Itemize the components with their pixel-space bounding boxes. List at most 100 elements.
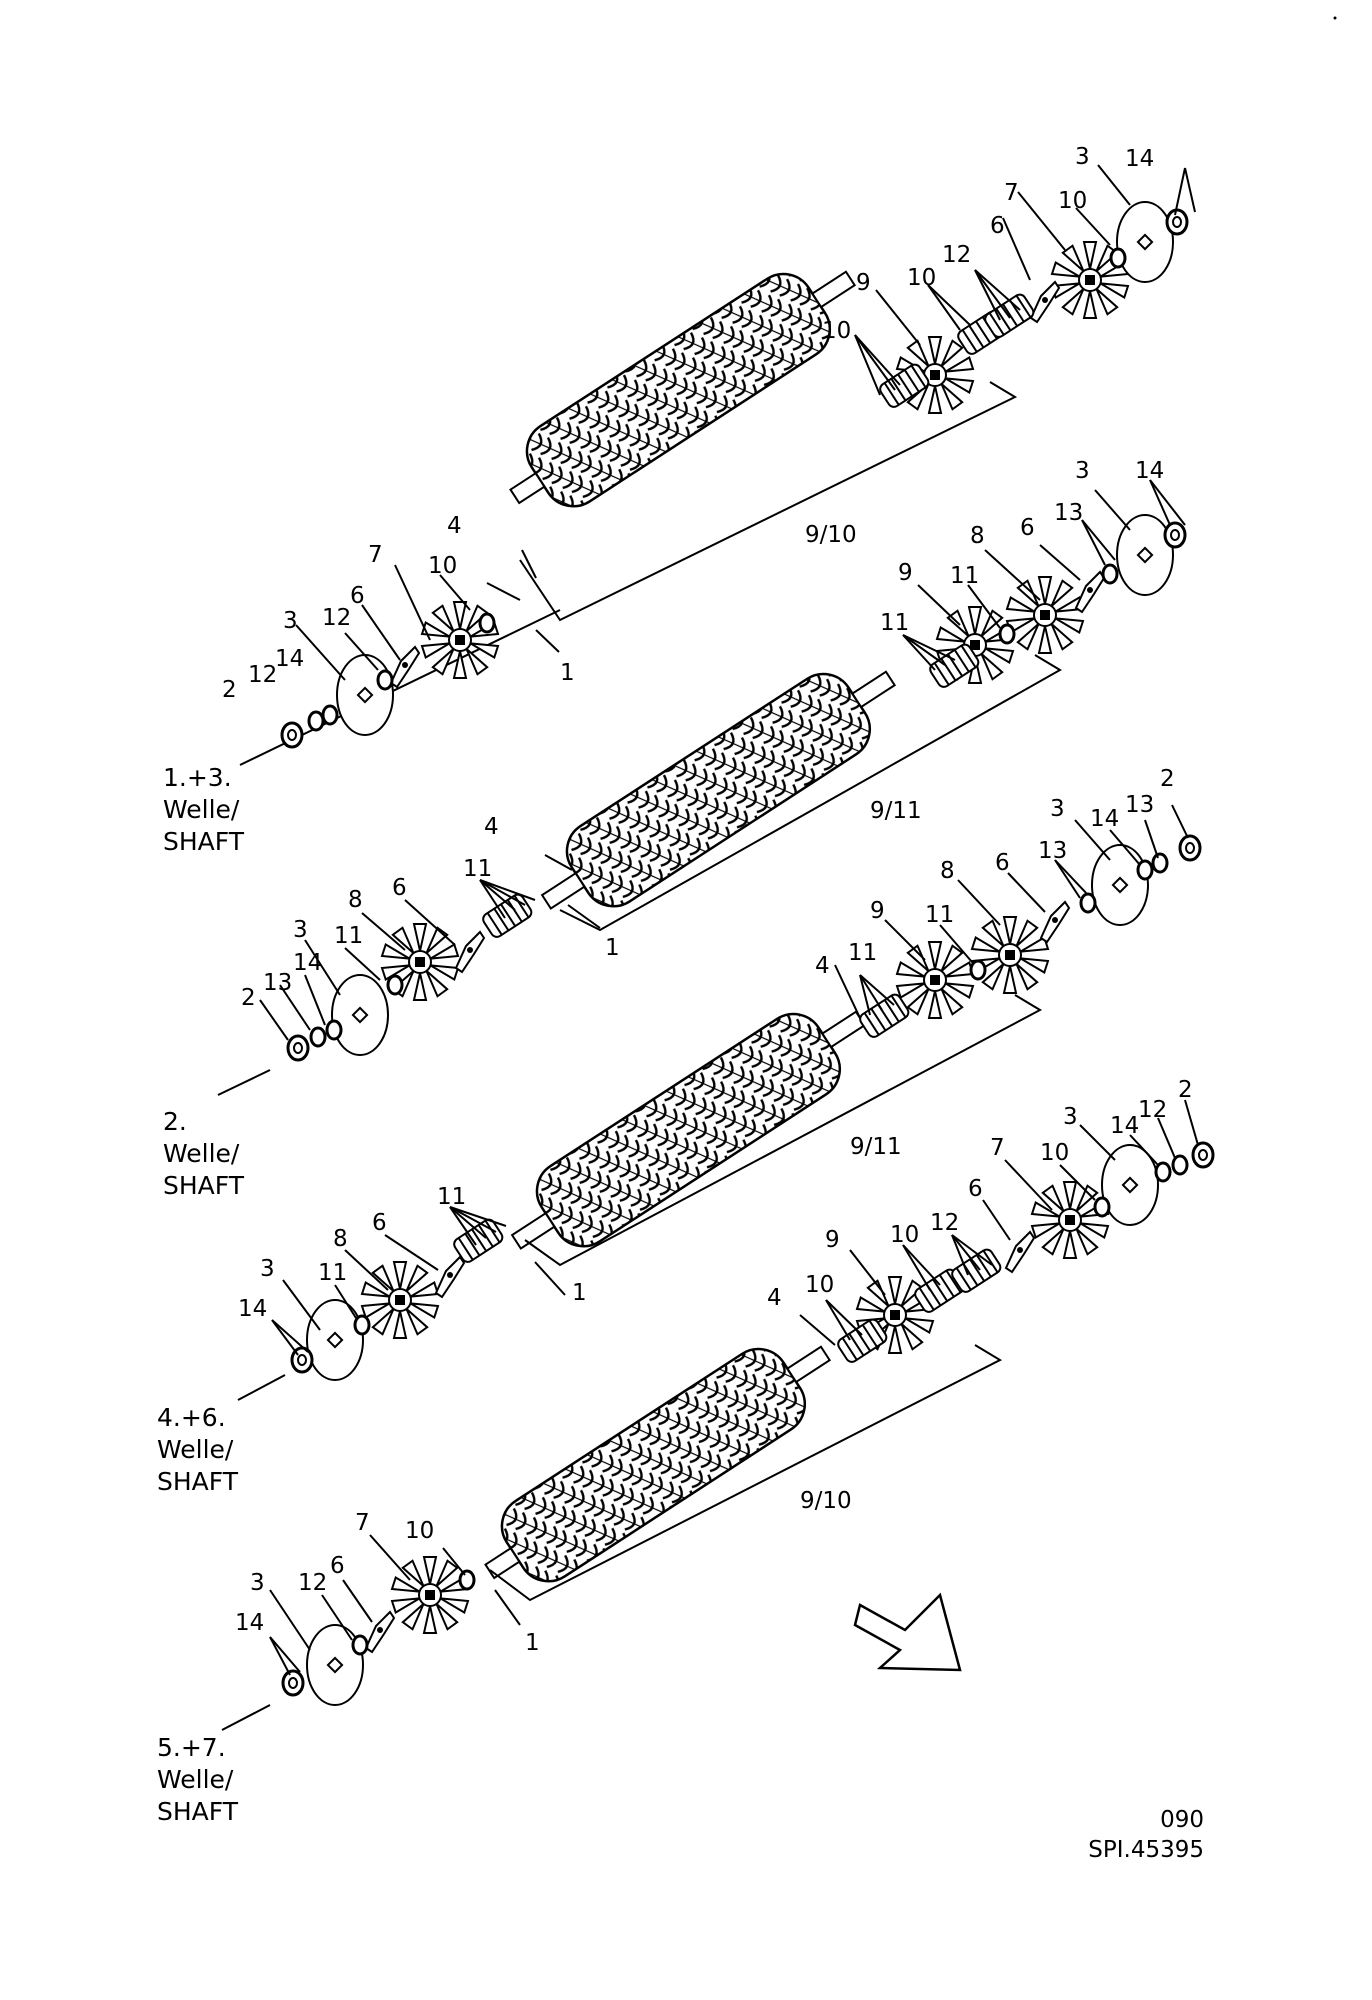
shaft-end	[821, 1010, 867, 1049]
svg-text:3: 3	[293, 917, 308, 943]
brush-roller	[535, 1012, 842, 1248]
assembly-2: 1 2 3 3 4 6 6 8 8 9 11 11 11 11 13 13 14…	[217, 458, 1187, 1096]
disc-3	[331, 974, 389, 1056]
leader-lines	[259, 479, 1186, 1041]
svg-text:12: 12	[298, 1570, 327, 1596]
nut-2	[1178, 834, 1202, 862]
brush-roller	[500, 1347, 807, 1583]
ring-14	[307, 710, 325, 732]
bracket-6	[435, 1256, 465, 1298]
svg-text:11: 11	[463, 856, 492, 882]
shaft-end	[509, 471, 546, 505]
brush-roller	[525, 272, 832, 508]
svg-text:14: 14	[275, 646, 304, 672]
spacer-stack-10	[834, 1316, 890, 1366]
drawing-reference: 090 SPI.45395	[1088, 1805, 1204, 1865]
disc-3	[1116, 514, 1174, 596]
svg-text:3: 3	[1075, 458, 1090, 484]
ring-11	[998, 623, 1016, 645]
page-number: 090	[1160, 1807, 1204, 1833]
svg-text:9/10: 9/10	[805, 522, 857, 548]
svg-text:10: 10	[428, 553, 457, 579]
svg-text:4: 4	[484, 814, 499, 840]
svg-text:6: 6	[392, 875, 407, 901]
svg-text:13: 13	[1038, 838, 1067, 864]
svg-text:10: 10	[805, 1272, 834, 1298]
disc-3	[306, 1299, 364, 1381]
svg-text:10: 10	[1040, 1140, 1069, 1166]
svg-text:6: 6	[968, 1176, 983, 1202]
ring-13	[1079, 892, 1097, 914]
shaft-end	[786, 1345, 832, 1384]
svg-text:10: 10	[405, 1518, 434, 1544]
callouts: 1 2 3 3 4 6 6 8 8 9 11 11 11 11 13 13 14…	[238, 766, 1175, 1322]
star-wheel-8	[971, 916, 1049, 994]
callouts: 1 2 3 3 4 6 6 7 7 9 10 10 10 10 12 12 12…	[222, 144, 1154, 703]
svg-text:4: 4	[447, 513, 462, 539]
svg-text:1: 1	[525, 1630, 540, 1656]
svg-text:14: 14	[1110, 1113, 1139, 1139]
svg-text:11: 11	[437, 1184, 466, 1210]
svg-text:6: 6	[350, 583, 365, 609]
svg-text:7: 7	[990, 1135, 1005, 1161]
svg-text:14: 14	[235, 1610, 264, 1636]
svg-text:8: 8	[333, 1226, 348, 1252]
ring-11	[969, 959, 987, 981]
caption-assembly-2: 2. Welle/ SHAFT	[163, 1107, 244, 1200]
svg-text:9/11: 9/11	[870, 798, 922, 824]
ring-12	[376, 669, 394, 691]
svg-text:6: 6	[990, 213, 1005, 239]
ring-11	[386, 974, 404, 996]
svg-text:3: 3	[283, 608, 298, 634]
svg-text:14: 14	[1090, 806, 1119, 832]
star-wheel-9	[896, 941, 974, 1019]
callouts: 1 2 3 3 4 6 6 8 8 9 11 11 11 11 13 13 14…	[241, 458, 1164, 1011]
svg-text:7: 7	[368, 542, 383, 568]
nut-2	[280, 721, 304, 749]
ring-12	[351, 1634, 369, 1656]
svg-text:1: 1	[605, 935, 620, 961]
ring-10	[1093, 1196, 1111, 1218]
assembly-4: 1 2 3 3 4 6 6 7 7 9 10 10 10 10 12 12 12…	[221, 1077, 1215, 1731]
svg-text:9: 9	[870, 898, 885, 924]
disc-3	[336, 654, 394, 736]
ring-12	[321, 704, 339, 726]
svg-text:12: 12	[930, 1210, 959, 1236]
star-wheel-8	[361, 1261, 439, 1339]
leader-lines	[269, 1099, 1199, 1676]
svg-text:14: 14	[1125, 146, 1154, 172]
svg-text:1: 1	[572, 1280, 587, 1306]
svg-text:3: 3	[1050, 796, 1065, 822]
star-wheel-7	[391, 1556, 469, 1634]
nut-14	[1165, 208, 1189, 236]
svg-text:4: 4	[767, 1285, 782, 1311]
svg-text:11: 11	[334, 923, 363, 949]
svg-text:11: 11	[925, 902, 954, 928]
disc-3	[1091, 844, 1149, 926]
star-wheel-7	[1031, 1181, 1109, 1259]
bracket-6	[1030, 281, 1060, 323]
leader-lines	[295, 164, 1196, 681]
svg-text:12: 12	[1138, 1097, 1167, 1123]
ring-14	[1154, 1161, 1172, 1183]
svg-text:4: 4	[815, 953, 830, 979]
svg-text:11: 11	[318, 1260, 347, 1286]
svg-text:12: 12	[248, 662, 277, 688]
caption-assembly-4: 5.+7. Welle/ SHAFT	[157, 1733, 238, 1826]
svg-text:11: 11	[848, 940, 877, 966]
disc-3	[1116, 201, 1174, 283]
svg-text:11: 11	[880, 610, 909, 636]
svg-text:9: 9	[856, 270, 871, 296]
ring-13	[1101, 563, 1119, 585]
svg-text:2: 2	[222, 677, 237, 703]
assembly-3: 1 2 3 3 4 6 6 8 8 9 11 11 11 11 13 13 14…	[237, 766, 1202, 1401]
ring-10	[458, 1569, 476, 1591]
svg-text:9/10: 9/10	[800, 1488, 852, 1514]
bracket-6	[1040, 901, 1070, 943]
svg-text:12: 12	[322, 605, 351, 631]
svg-text:11: 11	[950, 563, 979, 589]
shaft-end	[484, 1546, 521, 1580]
svg-text:6: 6	[330, 1553, 345, 1579]
spacer-stack-11	[479, 891, 535, 941]
